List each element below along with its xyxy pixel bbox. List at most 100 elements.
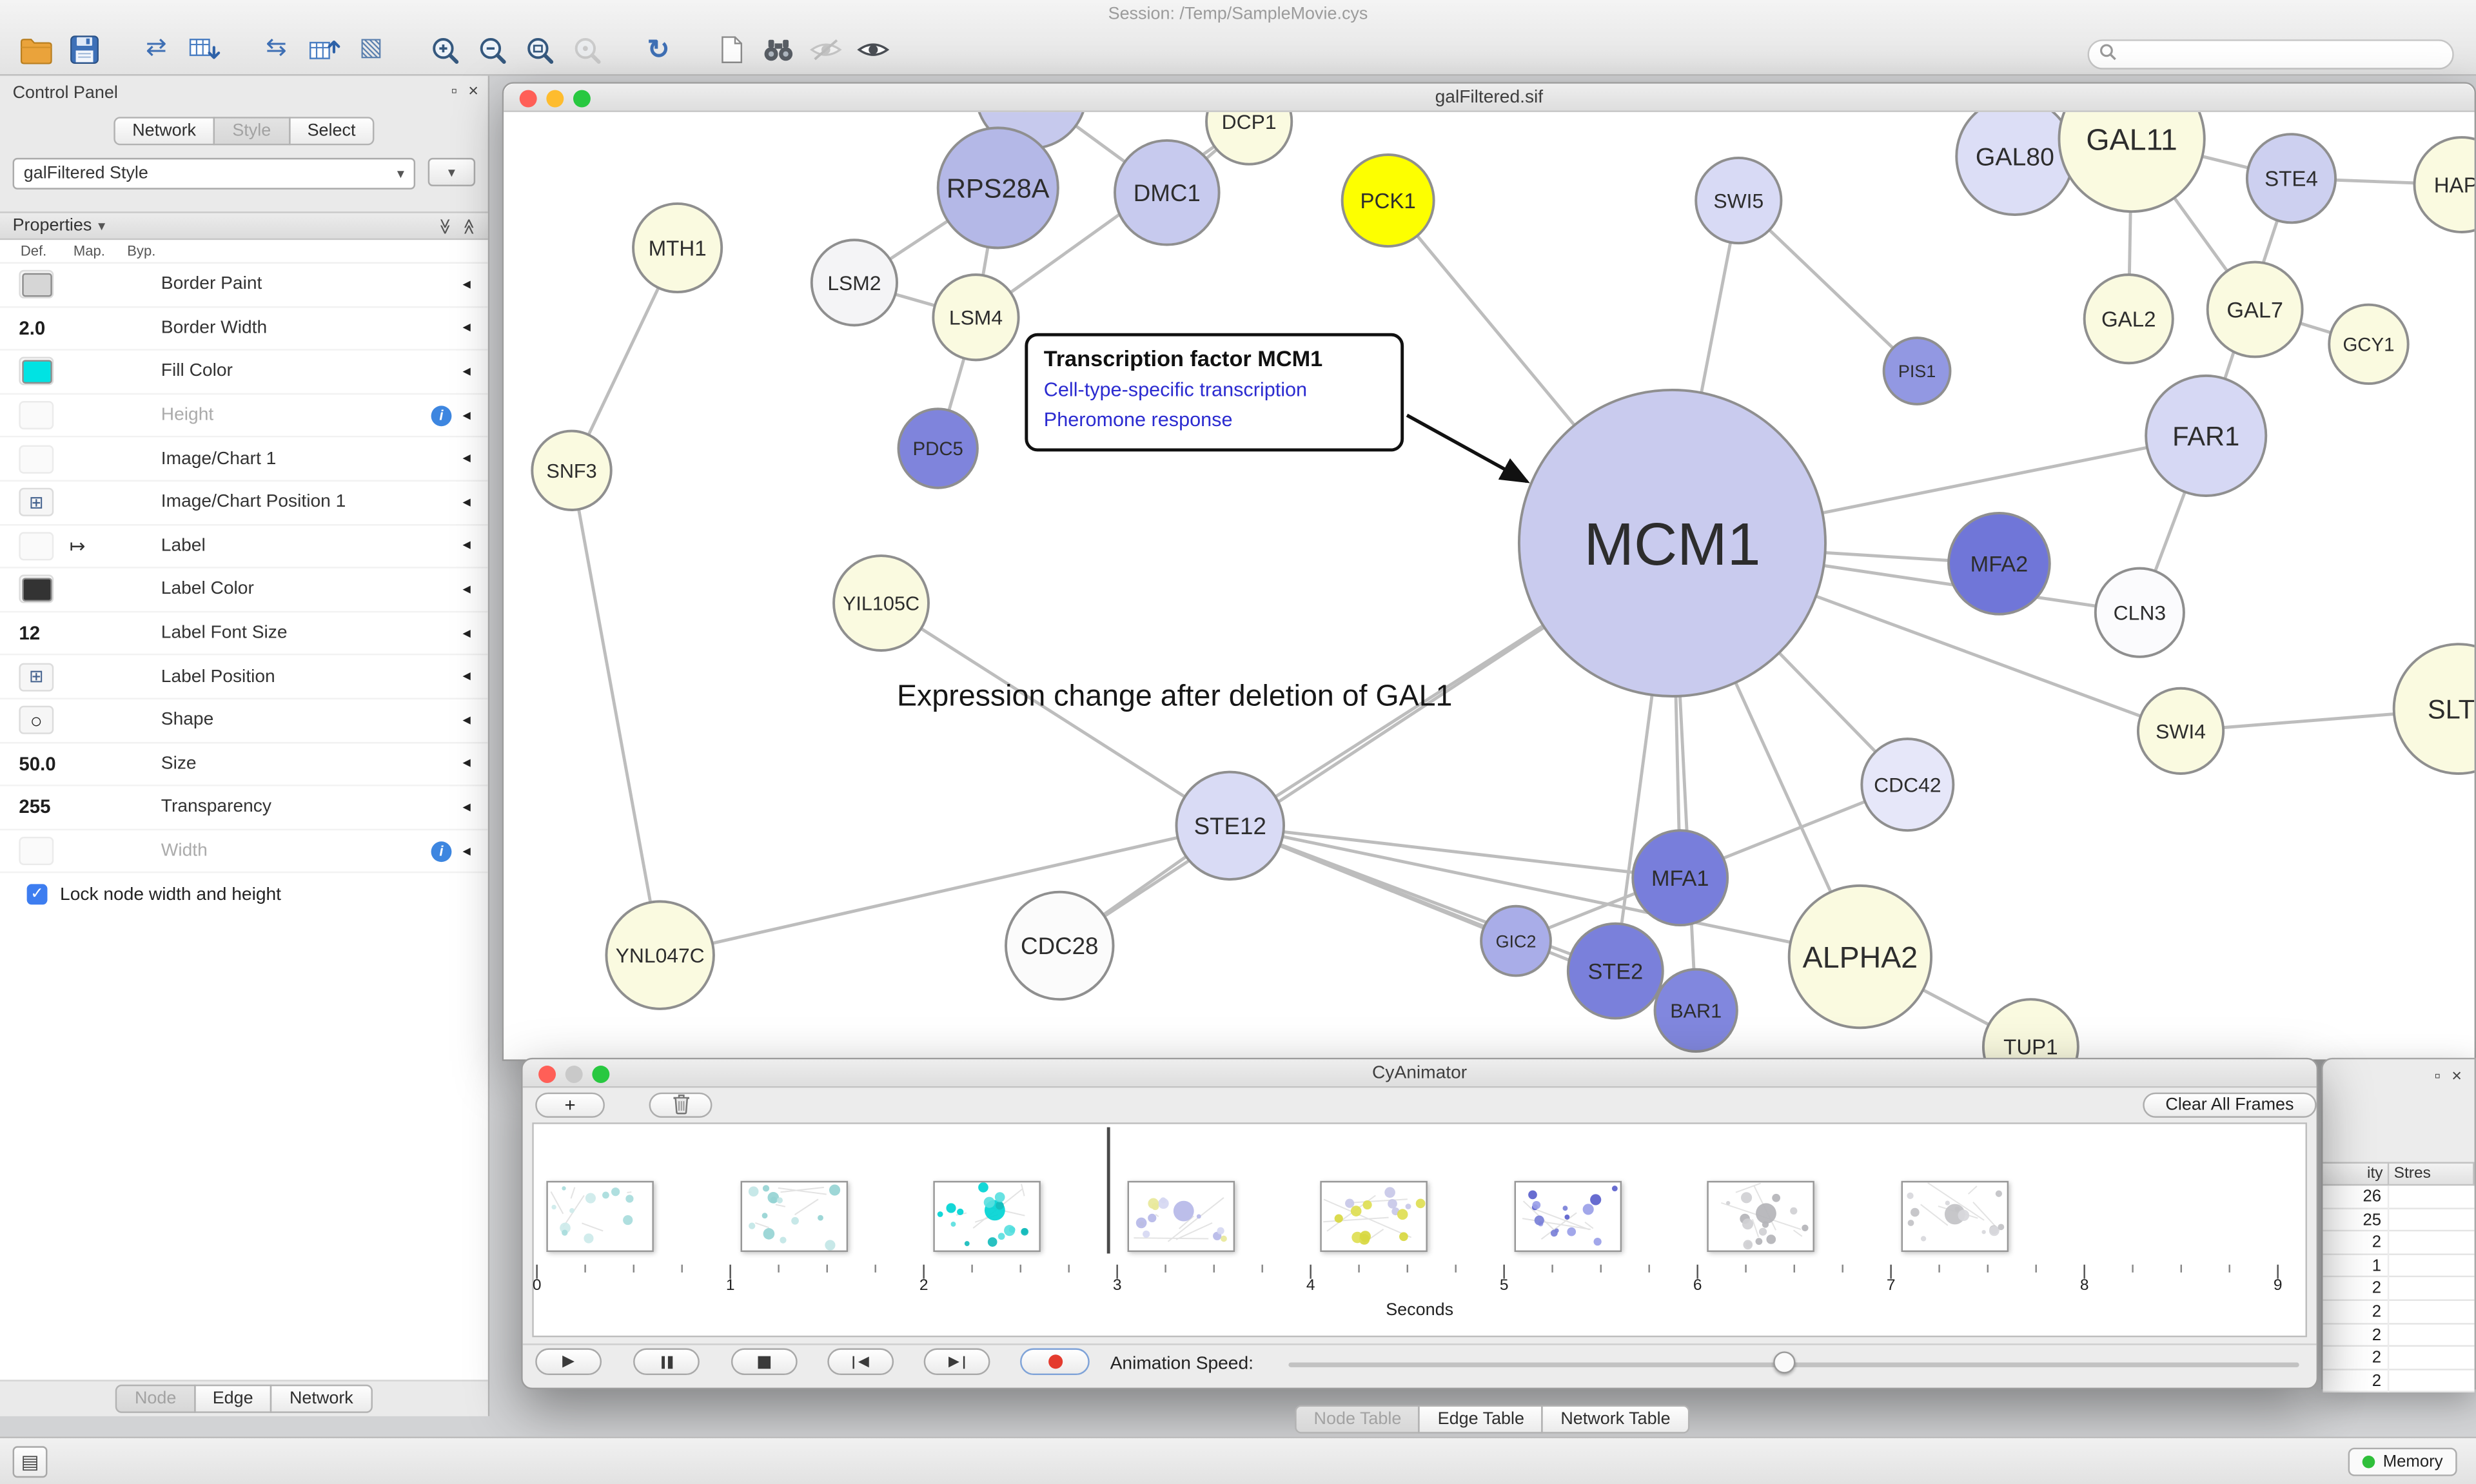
- expand-row-icon[interactable]: ◂: [462, 537, 471, 555]
- expand-row-icon[interactable]: ◂: [462, 711, 471, 729]
- import-network-button[interactable]: ⇄: [133, 27, 180, 72]
- lock-size-row[interactable]: ✓ Lock node width and height: [26, 884, 488, 906]
- property-row[interactable]: Fill Color◂: [0, 351, 488, 395]
- expand-row-icon[interactable]: ◂: [462, 276, 471, 294]
- results-row[interactable]: 2: [2323, 1370, 2475, 1393]
- close-window-button[interactable]: [519, 90, 537, 108]
- find-button[interactable]: [755, 27, 802, 72]
- mapping-icon[interactable]: ↦: [69, 534, 86, 558]
- expand-all-icon[interactable]: ≪: [458, 217, 476, 235]
- close-panel-icon[interactable]: ×: [2451, 1067, 2462, 1086]
- default-value-icon[interactable]: ○: [19, 706, 54, 735]
- expand-row-icon[interactable]: ◂: [462, 363, 471, 381]
- default-value-swatch[interactable]: [19, 357, 54, 386]
- tab-network-table[interactable]: Network Table: [1541, 1405, 1689, 1434]
- zoom-window-button[interactable]: [592, 1066, 610, 1084]
- info-icon[interactable]: i: [431, 841, 452, 861]
- style-select[interactable]: galFiltered Style ▾: [12, 157, 416, 190]
- results-row[interactable]: 2: [2323, 1278, 2475, 1301]
- default-value-icon[interactable]: ⊞: [19, 662, 54, 691]
- annotation-link[interactable]: Pheromone response: [1043, 408, 1233, 431]
- cyanimator-titlebar[interactable]: CyAnimator: [522, 1059, 2317, 1088]
- save-session-button[interactable]: [60, 27, 107, 72]
- show-details-button[interactable]: [850, 27, 897, 72]
- mcm1-annotation[interactable]: Transcription factor MCM1 Cell-type-spec…: [1025, 333, 1404, 451]
- frame-thumbnail[interactable]: [933, 1180, 1041, 1253]
- pause-button[interactable]: [633, 1348, 700, 1376]
- default-value-swatch[interactable]: [19, 270, 54, 299]
- property-row[interactable]: ○Shape◂: [0, 699, 488, 743]
- close-window-button[interactable]: [538, 1066, 556, 1084]
- network-window-titlebar[interactable]: galFiltered.sif: [504, 83, 2475, 112]
- tab-style[interactable]: Style: [213, 117, 290, 146]
- skip-start-button[interactable]: ◀: [827, 1348, 894, 1376]
- expand-row-icon[interactable]: ◂: [462, 755, 471, 773]
- panel-toggle-button[interactable]: ▤: [12, 1446, 48, 1478]
- float-panel-icon[interactable]: ▫: [451, 82, 458, 101]
- float-panel-icon[interactable]: ▫: [2434, 1067, 2441, 1086]
- frame-thumbnail[interactable]: [1126, 1180, 1234, 1253]
- annotation-link[interactable]: Cell-type-specific transcription: [1043, 378, 1308, 402]
- import-table-button[interactable]: [180, 27, 227, 72]
- record-button[interactable]: [1020, 1348, 1090, 1376]
- default-value-empty[interactable]: [19, 401, 54, 430]
- frame-thumbnail[interactable]: [546, 1180, 654, 1253]
- play-button[interactable]: ▶: [535, 1348, 602, 1376]
- results-row[interactable]: 2: [2323, 1347, 2475, 1371]
- frame-thumbnail[interactable]: [1320, 1180, 1428, 1253]
- tab-node-table[interactable]: Node Table: [1295, 1405, 1420, 1434]
- property-row[interactable]: Label Color◂: [0, 569, 488, 612]
- style-options-button[interactable]: ▾: [427, 157, 476, 186]
- network-view[interactable]: RPS28BRPS28ADMC1DCP1PCK1SWI5GAL80GAL11ST…: [504, 112, 2475, 1060]
- property-row[interactable]: ↦Label◂: [0, 525, 488, 569]
- info-icon[interactable]: i: [431, 405, 452, 426]
- close-panel-icon[interactable]: ×: [468, 82, 479, 101]
- tab-edge[interactable]: Edge: [193, 1384, 273, 1413]
- default-value[interactable]: 50.0: [19, 752, 56, 776]
- expand-row-icon[interactable]: ◂: [462, 319, 471, 337]
- tab-select[interactable]: Select: [288, 117, 375, 146]
- zoom-fit-button[interactable]: [515, 27, 562, 72]
- search-input[interactable]: [2123, 43, 2443, 66]
- default-value-icon[interactable]: ⊞: [19, 488, 54, 517]
- results-row[interactable]: 25: [2323, 1208, 2475, 1232]
- clear-all-frames-button[interactable]: Clear All Frames: [2143, 1092, 2317, 1118]
- export-table-button[interactable]: [300, 27, 347, 72]
- add-frame-button[interactable]: +: [535, 1092, 605, 1118]
- lock-size-checkbox[interactable]: ✓: [26, 884, 48, 906]
- frame-thumbnail[interactable]: [1707, 1180, 1814, 1253]
- expand-row-icon[interactable]: ◂: [462, 406, 471, 424]
- minimize-window-button[interactable]: [565, 1066, 583, 1084]
- property-row[interactable]: Image/Chart 1◂: [0, 438, 488, 482]
- property-row[interactable]: ⊞Label Position◂: [0, 656, 488, 699]
- results-row[interactable]: 2: [2323, 1323, 2475, 1347]
- stop-button[interactable]: [731, 1348, 798, 1376]
- expand-row-icon[interactable]: ◂: [462, 842, 471, 860]
- results-col-header[interactable]: ity: [2323, 1162, 2390, 1186]
- default-value-empty[interactable]: [19, 836, 54, 866]
- expand-row-icon[interactable]: ◂: [462, 624, 471, 642]
- default-value-swatch[interactable]: [19, 575, 54, 604]
- default-value[interactable]: 12: [19, 622, 41, 645]
- memory-button[interactable]: Memory: [2348, 1447, 2457, 1476]
- property-row[interactable]: Border Paint◂: [0, 264, 488, 308]
- results-row[interactable]: 26: [2323, 1186, 2475, 1209]
- expand-row-icon[interactable]: ◂: [462, 798, 471, 816]
- collapse-all-icon[interactable]: ≫: [435, 217, 453, 235]
- refresh-view-button[interactable]: ↻: [634, 27, 682, 72]
- network-canvas[interactable]: RPS28BRPS28ADMC1DCP1PCK1SWI5GAL80GAL11ST…: [504, 112, 2475, 1060]
- export-image-button[interactable]: ▧: [348, 27, 395, 72]
- tab-node[interactable]: Node: [115, 1384, 195, 1413]
- default-value[interactable]: 2.0: [19, 317, 46, 340]
- export-network-button[interactable]: ⇆: [253, 27, 300, 72]
- results-row[interactable]: 2: [2323, 1231, 2475, 1255]
- tab-network[interactable]: Network: [270, 1384, 373, 1413]
- playhead[interactable]: [1106, 1127, 1110, 1254]
- speed-slider-thumb[interactable]: [1773, 1351, 1796, 1374]
- minimize-window-button[interactable]: [546, 90, 564, 108]
- frame-thumbnail[interactable]: [1513, 1180, 1621, 1253]
